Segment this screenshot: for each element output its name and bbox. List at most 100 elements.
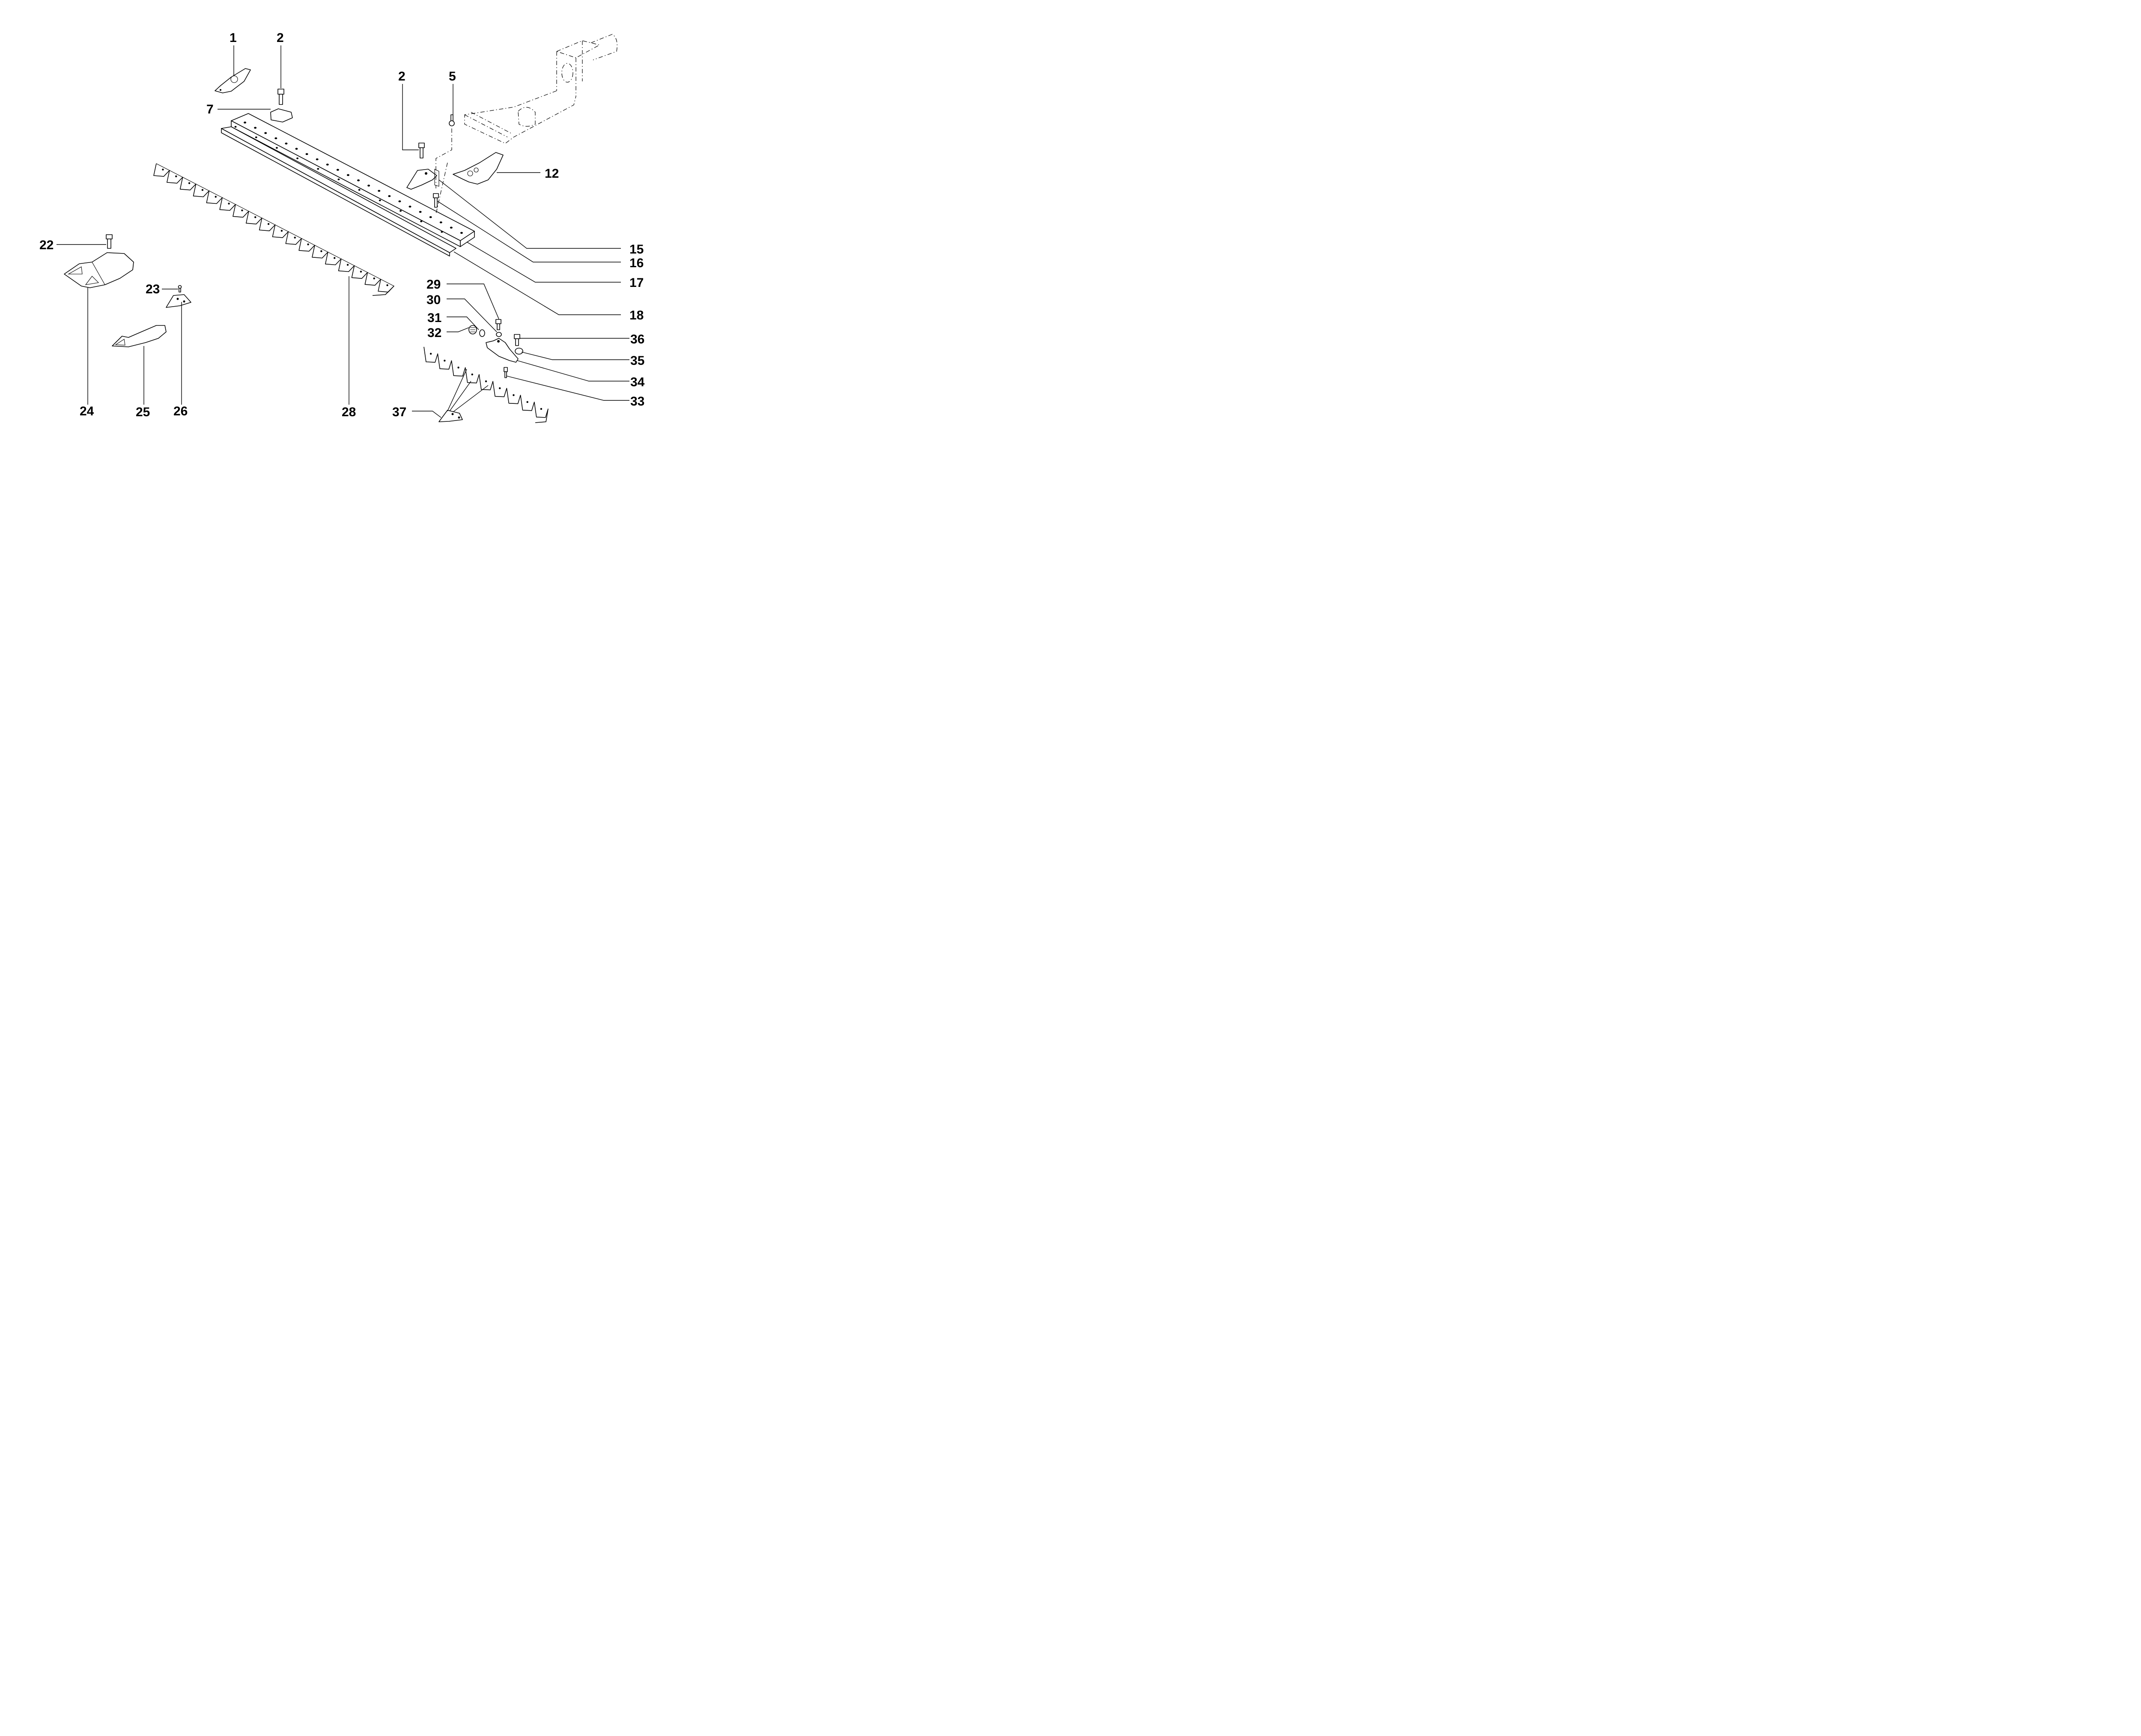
knife-hole (307, 243, 309, 245)
mower-frame (464, 34, 617, 144)
label-22: 22 (39, 238, 54, 252)
wear-strip (221, 126, 456, 257)
knife-right-teeth (423, 346, 549, 423)
knife-hole (267, 223, 270, 225)
label-30: 30 (426, 293, 441, 307)
knife-hole (162, 168, 164, 171)
label-17: 17 (629, 276, 644, 290)
bar-hole (234, 126, 237, 128)
knife-hole (360, 271, 362, 273)
bar-hole (275, 147, 278, 149)
label-2-right: 2 (398, 69, 406, 84)
bar-hole (441, 231, 443, 233)
bar-hole (378, 190, 381, 192)
knife-right-hole (471, 373, 473, 376)
label-23: 23 (146, 282, 160, 296)
knife-hole (320, 250, 322, 252)
knife-section-small (438, 410, 463, 422)
bar-hole (254, 127, 257, 129)
label-37: 37 (392, 405, 406, 419)
bar-hole (244, 121, 247, 124)
bar-hole (367, 185, 370, 187)
clip-block (270, 108, 293, 122)
guard-bolt (106, 234, 113, 249)
bar-hole (295, 148, 298, 150)
knife-right-hole (526, 401, 528, 403)
knife-hole (386, 284, 388, 286)
bar-hole (388, 195, 391, 197)
knife-hole (254, 216, 256, 218)
small-bolt-washer (435, 114, 455, 188)
head-bolt (495, 319, 501, 330)
label-18: 18 (629, 308, 644, 322)
bar-hole (305, 153, 308, 155)
bar-hole (317, 168, 319, 170)
label-16: 16 (629, 256, 644, 270)
knife-hole (215, 196, 217, 198)
label-2-top: 2 (277, 31, 284, 45)
bar-hole (460, 232, 463, 234)
label-35: 35 (630, 354, 644, 368)
bar-hole (274, 137, 277, 140)
bar-hole (439, 221, 442, 224)
knife-hole (241, 209, 243, 212)
label-25: 25 (136, 405, 150, 419)
section-rivet (178, 285, 182, 292)
knife-right-hole (457, 367, 459, 369)
bar-hole (429, 216, 432, 218)
knife-hole (175, 175, 177, 178)
bar-hole (398, 200, 401, 203)
label-7: 7 (206, 102, 214, 116)
knife-right-hole (429, 352, 432, 355)
bar-holes (234, 121, 463, 234)
bar-hole (420, 221, 423, 223)
bar-hole (326, 164, 329, 166)
knife-hole (188, 182, 191, 184)
knife-right-hole (540, 408, 543, 410)
bushing (468, 325, 477, 334)
guard-right (453, 152, 504, 185)
nut (515, 348, 523, 355)
bar-bolt (433, 162, 448, 215)
label-5: 5 (449, 69, 456, 84)
bar-hole (296, 157, 299, 159)
bar-hole (450, 227, 453, 229)
bolt-top (277, 89, 284, 105)
knife-right-hole (444, 359, 446, 362)
parts-diagram: 1 2 2 5 7 12 15 16 17 18 22 23 24 25 26 … (39, 31, 645, 423)
knife-right-hole (499, 387, 501, 389)
bar-hole (264, 132, 267, 134)
bar-hole (337, 178, 340, 180)
bar-hole (357, 179, 360, 182)
knife-hole (294, 236, 296, 239)
knife-back (156, 163, 394, 286)
guard-top-left (215, 68, 251, 93)
knife-right (423, 346, 549, 423)
ring (479, 329, 485, 337)
rivet (504, 367, 508, 378)
label-24: 24 (80, 404, 94, 418)
bar-hole (358, 189, 361, 191)
label-12: 12 (545, 167, 559, 181)
bolt-right (418, 143, 425, 158)
knife-hole (346, 264, 349, 266)
label-15: 15 (629, 242, 644, 257)
knife-right-hole (485, 380, 487, 382)
double-guard (64, 252, 134, 288)
bar-hole (400, 210, 402, 212)
bar-hole (409, 206, 412, 208)
label-36: 36 (630, 332, 644, 346)
knife-teeth (153, 163, 394, 296)
knife-hole (373, 277, 375, 280)
leader-lines (57, 45, 629, 418)
label-29: 29 (426, 277, 441, 292)
bar-hole (255, 136, 257, 138)
knife-assembly (153, 163, 394, 296)
knife-hole (280, 230, 283, 232)
label-26: 26 (173, 404, 188, 418)
bar-hole (346, 174, 349, 176)
bar-hole (336, 169, 339, 171)
bar-hole (316, 158, 319, 161)
label-34: 34 (630, 375, 645, 389)
knife-hole (201, 189, 204, 191)
